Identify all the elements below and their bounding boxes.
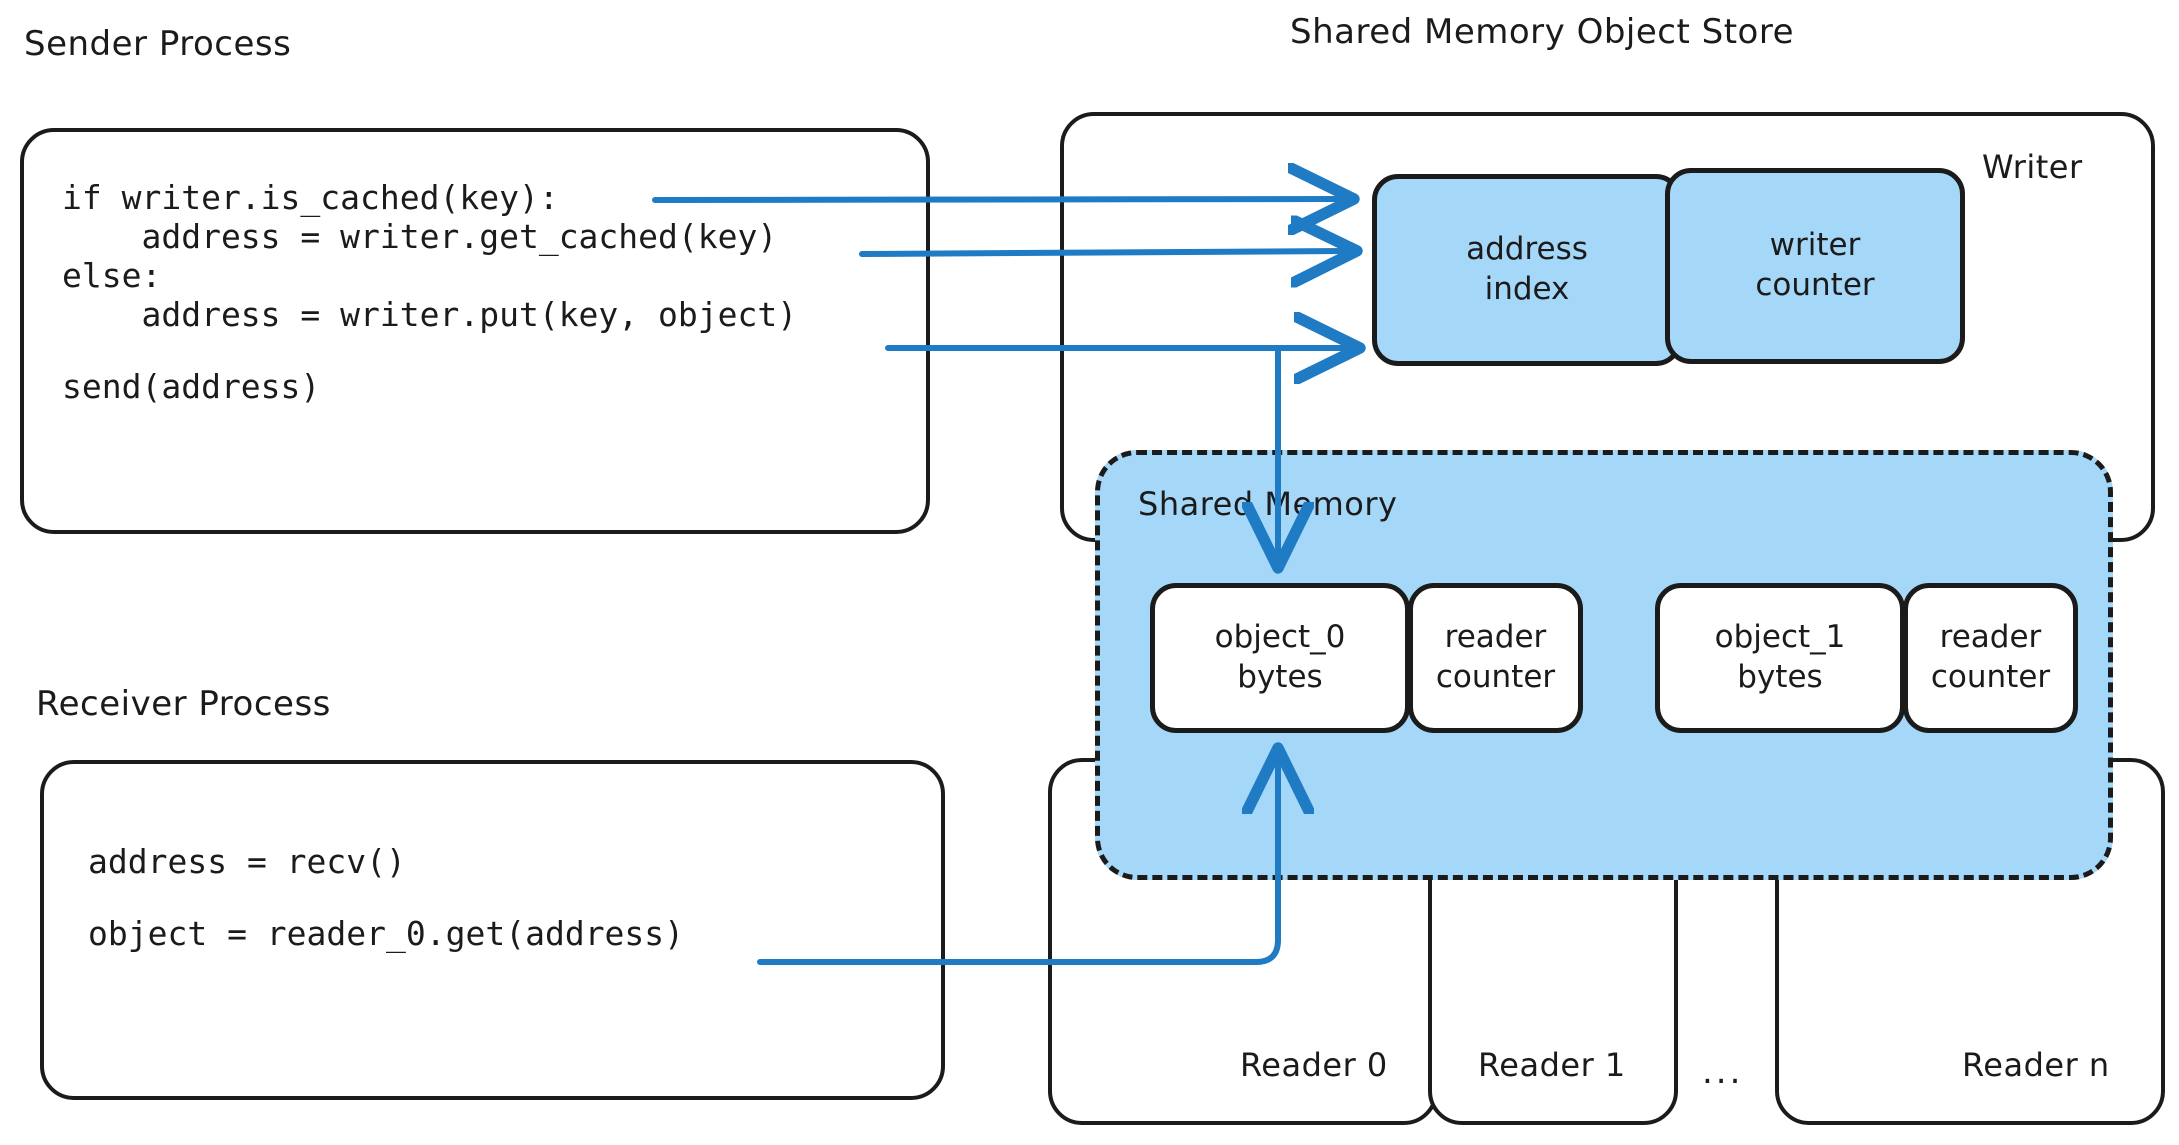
receiver-process-heading: Receiver Process bbox=[36, 684, 331, 724]
receiver-code-block: address = recv() object = reader_0.get(a… bbox=[88, 842, 928, 953]
readers-ellipsis: ... bbox=[1702, 1052, 1744, 1092]
object-1-bytes-box: object_1 bytes bbox=[1655, 583, 1905, 733]
sender-code-line-2: address = writer.get_cached(key) bbox=[62, 217, 778, 256]
reader-0-label: Reader 0 bbox=[1240, 1046, 1388, 1084]
reader-n-label: Reader n bbox=[1962, 1046, 2110, 1084]
shared-memory-object-store-heading: Shared Memory Object Store bbox=[1290, 12, 1794, 52]
reader-counter-label-1: reader counter bbox=[1930, 619, 2051, 695]
receiver-code-line-1: address = recv() bbox=[88, 842, 406, 881]
address-index-label: address index bbox=[1466, 231, 1588, 307]
receiver-code-blank-line bbox=[88, 881, 928, 914]
sender-code-line-5: send(address) bbox=[62, 367, 321, 406]
sender-process-heading: Sender Process bbox=[24, 24, 292, 64]
object-0-bytes-box: object_0 bytes bbox=[1150, 583, 1410, 733]
reader-counter-box-1: reader counter bbox=[1903, 583, 2078, 733]
sender-code-line-4: address = writer.put(key, object) bbox=[62, 295, 798, 334]
reader-counter-box-0: reader counter bbox=[1408, 583, 1583, 733]
sender-code-line-1: if writer.is_cached(key): bbox=[62, 178, 559, 217]
sender-code-line-3: else: bbox=[62, 256, 162, 295]
shared-memory-label: Shared Memory bbox=[1138, 485, 1398, 523]
sender-code-block: if writer.is_cached(key): address = writ… bbox=[62, 178, 922, 406]
object-0-bytes-label: object_0 bytes bbox=[1214, 619, 1346, 695]
sender-process-box bbox=[20, 128, 930, 534]
object-1-bytes-label: object_1 bytes bbox=[1714, 619, 1846, 695]
writer-counter-label: writer counter bbox=[1755, 227, 1875, 303]
writer-counter-box: writer counter bbox=[1665, 168, 1965, 364]
writer-label: Writer bbox=[1982, 148, 2083, 186]
receiver-code-line-2: object = reader_0.get(address) bbox=[88, 914, 685, 953]
reader-counter-label-0: reader counter bbox=[1435, 619, 1556, 695]
reader-1-label: Reader 1 bbox=[1478, 1046, 1626, 1084]
sender-code-blank-line bbox=[62, 334, 922, 367]
address-index-box: address index bbox=[1372, 174, 1682, 366]
